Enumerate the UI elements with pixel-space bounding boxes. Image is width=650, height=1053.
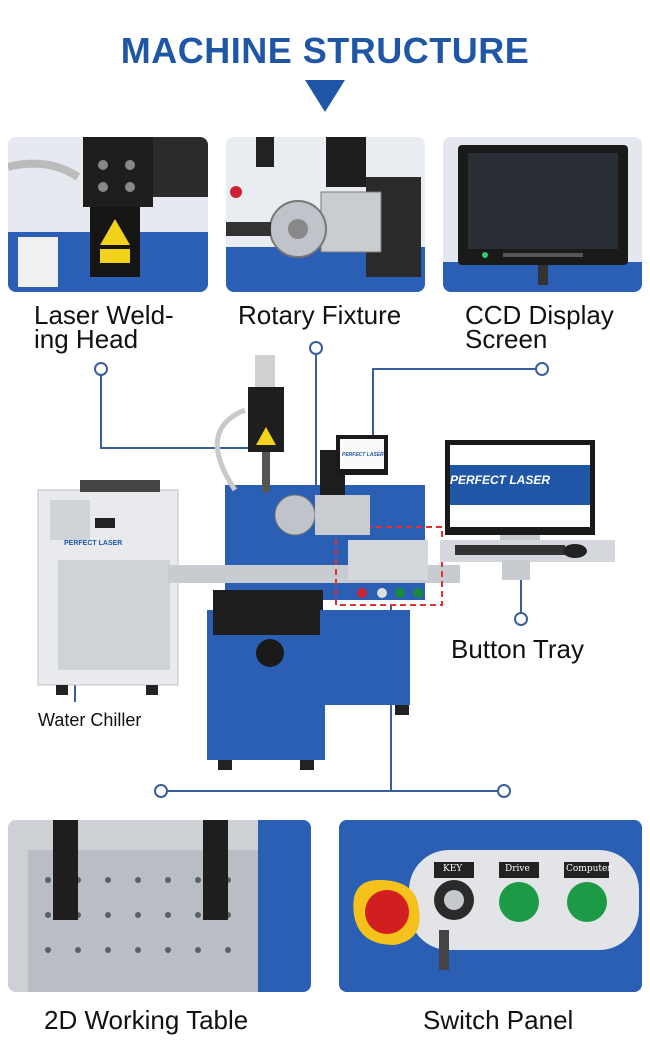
- connector-line: [74, 682, 76, 702]
- connector-line: [372, 368, 374, 448]
- welding-head-label: Laser Weld- ing Head: [34, 300, 174, 354]
- connector-dot: [535, 362, 549, 376]
- welding-head-label-line2: ing Head: [34, 324, 139, 354]
- switch-panel-illustration: [339, 820, 642, 992]
- connector-line: [162, 790, 502, 792]
- connector-dot: [94, 362, 108, 376]
- machine-illustration: [37, 355, 615, 770]
- switch-panel-photo: KEY Drive Computer: [339, 820, 642, 992]
- connector-line: [100, 447, 260, 449]
- connector-dot: [514, 612, 528, 626]
- computer-switch-label: Computer: [566, 864, 612, 874]
- connector-dot: [309, 341, 323, 355]
- ccd-screen-photo: [443, 137, 642, 292]
- rotary-fixture-illustration: [226, 137, 425, 292]
- rotary-fixture-label: Rotary Fixture: [238, 300, 402, 330]
- welding-head-illustration: [8, 137, 208, 292]
- connector-line: [100, 372, 102, 448]
- welding-head-photo: [8, 137, 208, 292]
- connector-line: [372, 368, 540, 370]
- ccd-screen-label-line1: CCD Display: [465, 300, 614, 330]
- working-table-photo: [8, 820, 311, 992]
- chiller-brand: PERFECT LASER: [64, 540, 123, 547]
- ccd-screen-label: CCD Display Screen: [465, 300, 614, 354]
- ccd-screen-illustration: [443, 137, 642, 292]
- working-table-label: 2D Working Table: [44, 1005, 249, 1035]
- water-chiller-label: Water Chiller: [38, 710, 142, 730]
- connector-line: [315, 352, 317, 507]
- working-table-illustration: [8, 820, 311, 992]
- ccd-screen-label-line2: Screen: [465, 324, 548, 354]
- button-tray-label: Button Tray: [451, 634, 584, 664]
- connector-dot: [497, 784, 511, 798]
- ccd-screen-brand: PERFECT LASER: [342, 452, 384, 458]
- rotary-fixture-photo: [226, 137, 425, 292]
- page-title: MACHINE STRUCTURE: [120, 30, 530, 71]
- welding-head-label-line1: Laser Weld-: [34, 300, 174, 330]
- connector-dot: [154, 784, 168, 798]
- drive-switch-label: Drive: [505, 864, 530, 874]
- monitor-brand: PERFECT LASER: [450, 473, 551, 487]
- switch-panel-label: Switch Panel: [423, 1005, 574, 1035]
- connector-line: [520, 578, 522, 618]
- key-switch-label: KEY: [443, 864, 463, 874]
- down-arrow-icon: [305, 80, 345, 112]
